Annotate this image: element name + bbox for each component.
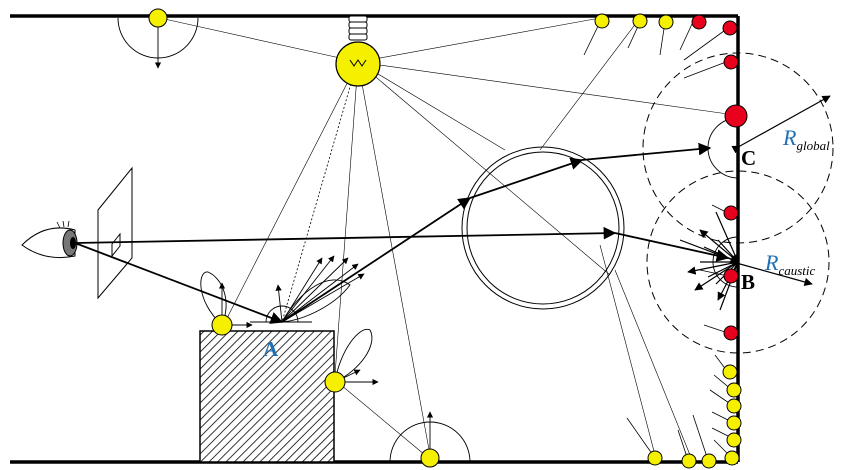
light-rays <box>159 17 736 456</box>
label-a: A <box>263 337 279 361</box>
caustic-gather-b <box>679 211 739 311</box>
brdf-lobe-a <box>250 255 365 323</box>
photon-trails <box>583 21 733 461</box>
shadow-ray <box>281 79 353 323</box>
label-b: B <box>741 270 755 294</box>
caustic-photons <box>691 14 748 341</box>
r-global-label: Rglobal <box>782 125 830 153</box>
caustic-radius-circle <box>646 170 830 354</box>
image-plane <box>97 166 133 300</box>
radius-arrows <box>731 95 831 287</box>
hatched-box <box>199 330 335 463</box>
eye-icon <box>21 220 78 259</box>
label-c: C <box>741 146 756 170</box>
eye-rays <box>74 142 730 324</box>
r-caustic-label: Rcaustic <box>764 250 816 278</box>
global-radius-circle <box>642 52 834 244</box>
glass-sphere <box>461 146 625 310</box>
light-bulb-icon <box>335 15 381 87</box>
diffuse-photons <box>148 8 742 469</box>
